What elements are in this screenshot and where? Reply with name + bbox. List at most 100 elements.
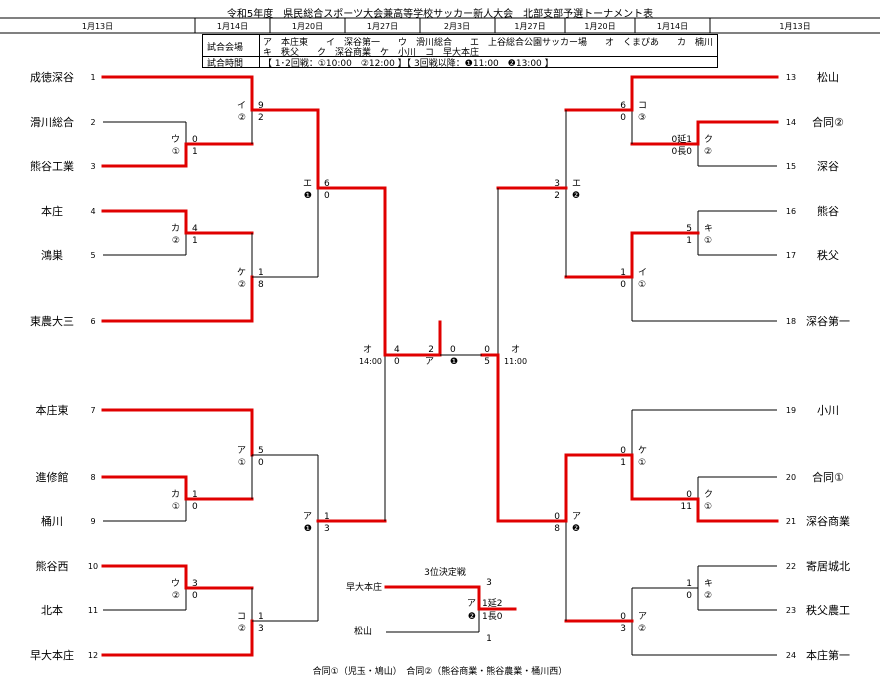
team-seed-left: 7 [90, 406, 95, 415]
match-score-2: 0 [192, 502, 198, 512]
match-slot: ② [638, 624, 646, 634]
team-name-right: 秩父 [817, 249, 839, 262]
match-slot: ① [238, 458, 246, 468]
venue-label: 試合会場 [207, 43, 244, 53]
third-place-score-2: 1 [486, 634, 492, 644]
match-score-1: 0 [620, 446, 626, 456]
date-right-2: 1月14日 [657, 22, 688, 31]
match-score-2: 3 [620, 624, 626, 634]
match-score-2: 1 [192, 147, 198, 157]
final-score-1: 2 [428, 345, 434, 355]
match-slot: ① [638, 280, 646, 290]
match-slot: ❷ [572, 524, 580, 534]
match-venue: ケ [638, 445, 647, 456]
team-name-right: 寄居城北 [806, 559, 850, 573]
team-name-right: 合同② [812, 115, 844, 129]
team-name-right: 深谷第一 [806, 314, 850, 328]
third-place-detail-2: 1長0 [482, 611, 503, 622]
team-name-left: 進修館 [36, 470, 69, 484]
third-place-venue: ア [467, 599, 476, 609]
match-score-1: 6 [324, 179, 330, 189]
match-venue: キ [704, 579, 713, 589]
match-score-1: 5 [258, 446, 264, 456]
semi-left-time: 14:00 [359, 357, 382, 366]
match-score-2: 3 [324, 524, 330, 534]
match-venue: イ [237, 101, 246, 111]
match-score-2: 1 [620, 458, 626, 468]
time-label: 試合時間 [207, 59, 244, 69]
final-venue: ア [425, 357, 434, 367]
match-score-2: 11 [681, 502, 692, 512]
match-score-2: 8 [554, 524, 560, 534]
semi-right-time: 11:00 [504, 357, 527, 366]
match-slot: ② [172, 591, 180, 601]
match-venue: エ [572, 179, 581, 189]
team-seed-left: 11 [88, 606, 98, 615]
team-seed-left: 8 [90, 473, 95, 482]
match-slot: ② [704, 147, 712, 157]
match-slot: ① [172, 502, 180, 512]
team-seed-left: 9 [90, 517, 95, 526]
match-score-2: 3 [258, 624, 264, 634]
semi-right-score-1: 0 [484, 345, 490, 355]
match-venue: カ [171, 489, 180, 500]
match-score-1: 1 [324, 512, 330, 522]
match-venue: ケ [237, 267, 246, 278]
match-slot: ① [638, 458, 646, 468]
page-title: 令和5年度 県民総合スポーツ大会兼高等学校サッカー新人大会 北部支部予選トーナメ… [226, 9, 654, 20]
match-venue: ウ [171, 578, 180, 589]
match-score-1: 3 [554, 179, 560, 189]
match-score-1: 1 [620, 268, 626, 278]
match-venue: ウ [171, 134, 180, 145]
match-venue: カ [171, 223, 180, 234]
team-name-left: 本庄 [41, 204, 63, 218]
team-seed-left: 10 [88, 562, 98, 571]
match-slot: ② [238, 280, 246, 290]
match-score-2: 0 [620, 280, 626, 290]
info-separator [259, 35, 260, 67]
match-venue: エ [303, 179, 312, 189]
match-venue: コ [638, 101, 647, 111]
team-seed-right: 18 [786, 317, 796, 326]
team-name-left: 鴻巣 [41, 248, 63, 262]
match-venue: ア [303, 512, 312, 522]
match-score-1: 0 [192, 135, 198, 145]
team-name-left: 北本 [41, 603, 63, 617]
semi-right-venue: オ [511, 344, 520, 355]
third-place-team-2: 松山 [354, 625, 372, 637]
team-name-right: 本庄第一 [806, 648, 850, 662]
match-venue: ク [704, 134, 713, 145]
match-slot: ② [704, 591, 712, 601]
third-place-detail-1: 1延2 [482, 597, 502, 609]
venue-row: 試合会場 ア 本庄東 イ 深谷第一 ウ 滑川総合 エ 上谷総合公園サッカー場 オ… [203, 35, 717, 58]
time-row: 試合時間 【 1･2回戦：①10:00 ②12:00 】【 3回戦以降：❶11:… [203, 57, 717, 69]
match-score-1: 3 [192, 579, 198, 589]
match-score-2: 0 [686, 591, 692, 601]
match-venue: コ [237, 612, 246, 622]
team-seed-right: 20 [786, 473, 796, 482]
team-seed-right: 15 [786, 162, 796, 171]
semi-left-venue: オ [363, 344, 372, 355]
venue-line-2: キ 秩父 ク 深谷商業 ケ 小川 コ 早大本庄 [263, 48, 480, 58]
match-venue: ク [704, 489, 713, 500]
date-left-3: 1月27日 [367, 22, 398, 31]
match-score-1: 5 [686, 224, 692, 234]
match-score-1: 4 [192, 224, 198, 234]
match-venue: ア [237, 446, 246, 456]
match-score-1: 1 [192, 490, 198, 500]
match-score-2: 1 [686, 236, 692, 246]
team-seed-right: 17 [786, 251, 796, 260]
team-seed-right: 14 [786, 118, 796, 127]
match-score-1: 9 [258, 101, 264, 111]
match-score-2: 2 [258, 113, 264, 123]
date-right-1: 1月20日 [584, 22, 615, 31]
team-seed-right: 22 [786, 562, 796, 571]
team-name-right: 熊谷 [817, 204, 839, 218]
team-name-left: 桶川 [41, 514, 63, 528]
team-name-left: 熊谷工業 [30, 159, 74, 173]
match-slot: ❶ [304, 191, 312, 201]
date-left-0: 1月13日 [82, 22, 113, 31]
match-venue: キ [704, 224, 713, 234]
venue-line-1: ア 本庄東 イ 深谷第一 ウ 滑川総合 エ 上谷総合公園サッカー場 オ くまぴあ… [263, 38, 714, 48]
